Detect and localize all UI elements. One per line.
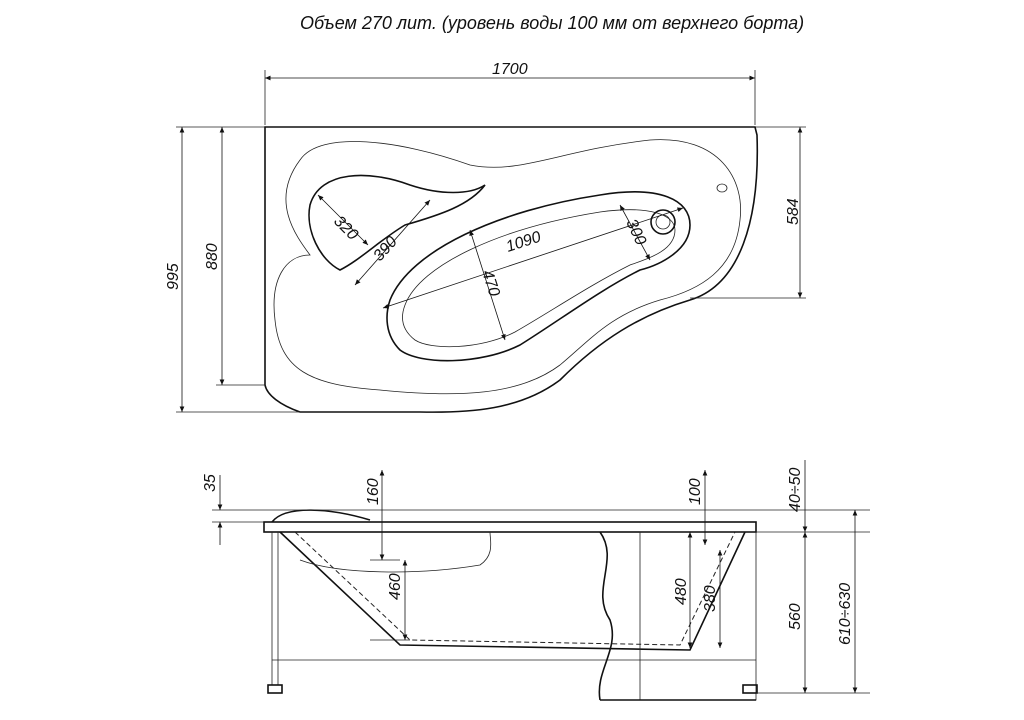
drain-inner-icon [655,214,671,230]
dim-headrest: 320 [330,213,361,244]
dim-rim: 35 [202,474,219,492]
foot-left [267,684,283,694]
tub-profile [279,531,746,651]
rim [263,521,757,533]
dim-water-level: 100 [687,478,704,505]
dim-body-height: 560 [787,603,804,630]
dim-depth-drain: 380 [702,585,719,612]
foot-right [742,684,758,694]
dim-drain-area: 300 [622,217,649,248]
dim-right-depth: 584 [785,198,802,225]
dim-depth: 880 [204,243,221,270]
top-view: 1700 995 880 584 320 390 1090 300 470 [165,61,806,413]
headrest-profile [271,509,371,523]
dim-width: 1700 [492,61,528,78]
headrest-outline [308,174,486,271]
dim-bowl-width: 470 [478,268,502,299]
dim-depth-inner: 480 [673,578,690,605]
drawing-title: Объем 270 лит. (уровень воды 100 мм от в… [300,13,804,33]
dim-total-height: 610÷630 [837,583,854,645]
panel-break [598,531,614,701]
side-view: 35 160 100 40÷50 460 480 380 560 610÷630 [202,460,870,701]
dim-total-depth: 995 [165,263,182,290]
rim-inner [273,139,742,395]
overflow-icon [716,183,728,193]
dim-bowl-length: 1090 [504,229,543,256]
dim-depth-head: 460 [387,573,404,600]
drain-icon [650,209,676,235]
dim-headrest-height: 160 [365,478,382,505]
front-panel [639,531,757,701]
dim-leg-adjust: 40÷50 [787,468,804,512]
